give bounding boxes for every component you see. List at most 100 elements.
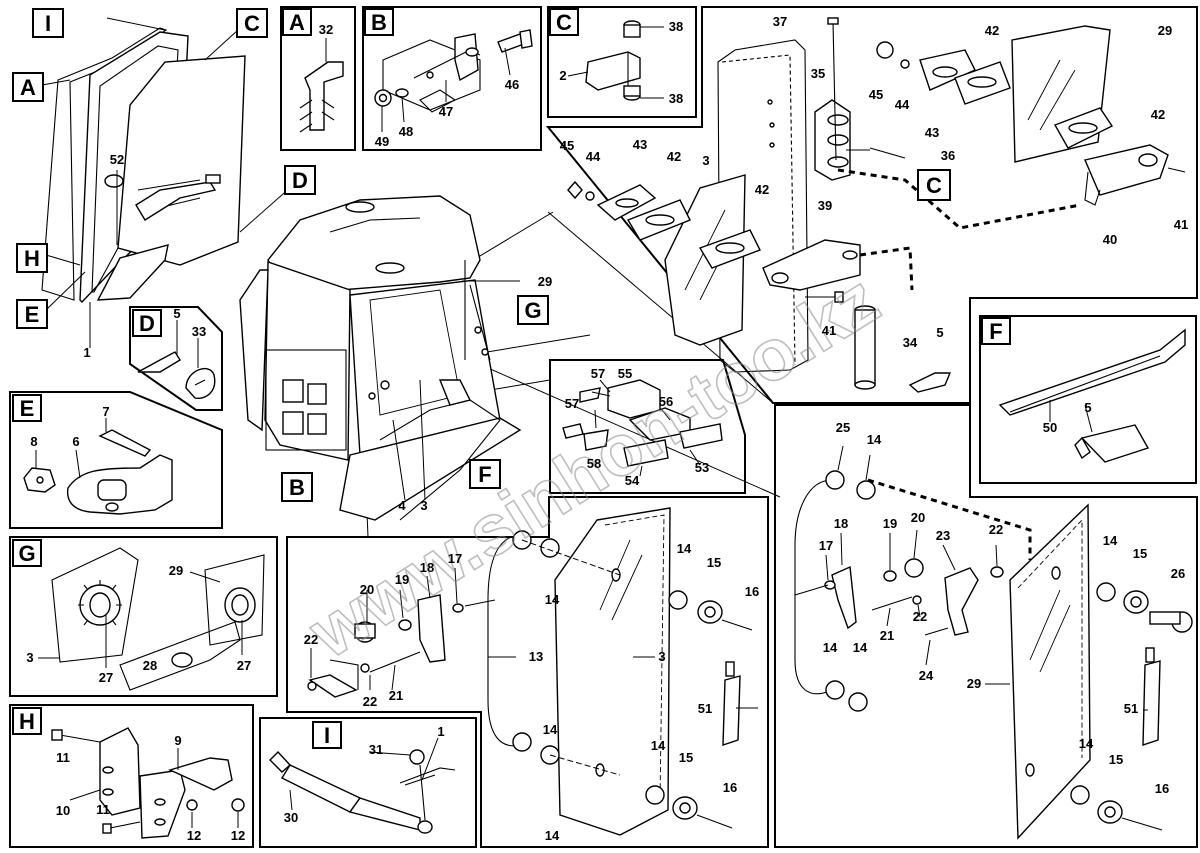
callout-14-right-e: 14 bbox=[1079, 736, 1094, 751]
callout-54: 54 bbox=[625, 473, 640, 488]
section-label-g-detail: G bbox=[12, 539, 42, 567]
section-label-h-door: H bbox=[16, 243, 48, 273]
svg-text:C: C bbox=[926, 173, 942, 198]
callout-25: 25 bbox=[836, 420, 850, 435]
svg-text:D: D bbox=[139, 311, 155, 336]
callout-33: 33 bbox=[192, 324, 206, 339]
callout-22-left-a: 22 bbox=[304, 632, 318, 647]
section-label-c-pillar: C bbox=[917, 169, 951, 201]
callout-29-g: 29 bbox=[169, 563, 183, 578]
callout-17-right: 17 bbox=[819, 538, 833, 553]
detail-g-bushing bbox=[38, 547, 265, 691]
callout-42-left: 42 bbox=[667, 149, 681, 164]
svg-text:H: H bbox=[19, 709, 35, 734]
panel-frames bbox=[9, 6, 1198, 848]
callout-5-f: 5 bbox=[1084, 400, 1091, 415]
callout-48: 48 bbox=[399, 124, 413, 139]
section-label-f-detail: F bbox=[981, 317, 1011, 345]
callout-35: 35 bbox=[811, 66, 825, 81]
callout-57-bottom: 57 bbox=[565, 396, 579, 411]
svg-text:B: B bbox=[371, 10, 387, 35]
callout-13: 13 bbox=[529, 649, 543, 664]
section-label-c-detail: C bbox=[549, 8, 579, 36]
section-label-i-door: I bbox=[32, 8, 64, 38]
detail-box-g bbox=[9, 536, 278, 697]
left-grab-bar bbox=[487, 534, 523, 747]
callout-3-cab: 3 bbox=[420, 498, 427, 513]
callout-12-left: 12 bbox=[187, 828, 201, 843]
callout-5-d: 5 bbox=[173, 306, 180, 321]
callout-4: 4 bbox=[398, 498, 406, 513]
callout-21-right: 21 bbox=[880, 628, 894, 643]
section-label-f-cab: F bbox=[469, 459, 501, 489]
callout-40: 40 bbox=[1103, 232, 1117, 247]
callout-51-right: 51 bbox=[1124, 701, 1138, 716]
callout-15-right-b: 15 bbox=[1109, 752, 1123, 767]
detail-box-a bbox=[280, 6, 356, 151]
window-panel-left bbox=[286, 496, 769, 848]
callout-41-right: 41 bbox=[1174, 217, 1188, 232]
window-panel-right bbox=[774, 404, 1198, 848]
callout-56: 56 bbox=[659, 394, 673, 409]
section-label-h-detail: H bbox=[12, 707, 42, 735]
callout-19-left: 19 bbox=[395, 572, 409, 587]
callout-3-window: 3 bbox=[658, 649, 665, 664]
callout-11-bottom: 11 bbox=[96, 802, 110, 817]
callout-17-left: 17 bbox=[448, 551, 462, 566]
callout-18-right: 18 bbox=[834, 516, 848, 531]
cab-base bbox=[339, 417, 522, 521]
right-grab-bar bbox=[794, 479, 833, 695]
section-label-a-detail: A bbox=[282, 8, 312, 36]
section-label-c-door: C bbox=[236, 8, 268, 38]
detail-box-i bbox=[259, 717, 477, 848]
callout-42-right: 42 bbox=[1151, 107, 1165, 122]
callout-14-left-d: 14 bbox=[545, 828, 560, 843]
callout-42-top: 42 bbox=[985, 23, 999, 38]
callout-14-right-d: 14 bbox=[853, 640, 868, 655]
callout-16-left-b: 16 bbox=[723, 780, 737, 795]
callout-28: 28 bbox=[143, 658, 157, 673]
callout-1: 1 bbox=[83, 345, 90, 360]
detail-e-handle bbox=[23, 418, 173, 515]
callout-8: 8 bbox=[30, 434, 37, 449]
right-window-glass bbox=[1009, 503, 1091, 840]
callout-44-right: 44 bbox=[895, 97, 910, 112]
callout-53: 53 bbox=[695, 460, 709, 475]
callout-3-g: 3 bbox=[26, 650, 33, 665]
detail-box-d bbox=[129, 306, 223, 411]
callout-43-right: 43 bbox=[925, 125, 939, 140]
callout-27-left: 27 bbox=[99, 670, 113, 685]
callout-14-left-c: 14 bbox=[543, 722, 558, 737]
callout-24: 24 bbox=[919, 668, 934, 683]
callout-20-right: 20 bbox=[911, 510, 925, 525]
callout-15-left-a: 15 bbox=[707, 555, 721, 570]
svg-text:E: E bbox=[20, 396, 35, 421]
callout-18-left: 18 bbox=[420, 560, 434, 575]
callout-19-right: 19 bbox=[883, 516, 897, 531]
callout-21-left: 21 bbox=[389, 688, 403, 703]
callout-6: 6 bbox=[72, 434, 79, 449]
callout-38-top: 38 bbox=[669, 19, 683, 34]
callout-22-right-a: 22 bbox=[989, 522, 1003, 537]
callout-30: 30 bbox=[284, 810, 298, 825]
callout-3-pillar: 3 bbox=[702, 153, 709, 168]
detail-box-f-fastener bbox=[549, 359, 746, 494]
callout-50: 50 bbox=[1043, 420, 1057, 435]
callout-15-left-b: 15 bbox=[679, 750, 693, 765]
svg-text:C: C bbox=[556, 10, 572, 35]
callout-29-window: 29 bbox=[967, 676, 981, 691]
callout-39: 39 bbox=[818, 198, 832, 213]
window-panel-right-parts bbox=[794, 445, 1193, 840]
callout-31: 31 bbox=[369, 742, 383, 757]
section-label-b-detail: B bbox=[364, 8, 394, 36]
section-label-g-cab: G bbox=[517, 295, 549, 325]
callout-14-left-a: 14 bbox=[545, 592, 560, 607]
detail-a-seal-profile bbox=[299, 38, 344, 133]
callout-1-i: 1 bbox=[437, 724, 444, 739]
callout-numbers: 1 52 32 46 47 48 49 38 38 2 37 42 29 35 … bbox=[26, 14, 1188, 843]
callout-42-mid: 42 bbox=[755, 182, 769, 197]
callout-22-left-b: 22 bbox=[363, 694, 377, 709]
detail-box-c-large bbox=[545, 6, 1198, 404]
detail-i-gas-strut bbox=[269, 737, 456, 834]
